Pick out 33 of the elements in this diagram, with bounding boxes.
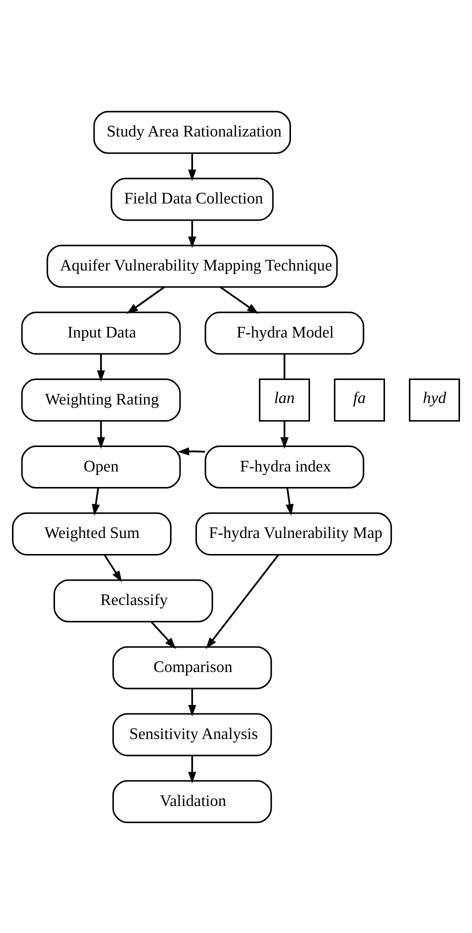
node-box: F-hydra index — [204, 444, 364, 488]
node-box: Field Data Collection — [110, 177, 274, 220]
node-box: Comparison — [112, 646, 272, 689]
node-box: lan — [258, 378, 310, 422]
node-box: F-hydra Model — [204, 311, 364, 354]
arrow — [220, 286, 259, 314]
node-box: Open — [21, 444, 181, 488]
node-box: hyd — [408, 378, 460, 422]
node-box: Reclassify — [54, 578, 214, 622]
arrow — [126, 286, 165, 314]
arrow — [188, 755, 196, 783]
node-box: F-hydra Vulnerability Map — [195, 512, 392, 555]
arrow — [206, 554, 279, 648]
arrow — [280, 420, 288, 448]
arrow — [150, 620, 176, 648]
node-box: Aquifer Vulnerability Mapping Technique — [46, 244, 338, 288]
arrow — [96, 420, 106, 448]
arrow — [92, 487, 100, 516]
node-box: Weighted Sum — [12, 512, 172, 555]
arrow — [188, 220, 196, 248]
node-box: fa — [334, 378, 386, 422]
node-box: Validation — [112, 780, 272, 823]
arrow — [178, 446, 206, 455]
arrow — [286, 487, 294, 516]
node-box: Sensitivity Analysis — [112, 712, 272, 756]
connector — [284, 354, 286, 379]
arrow — [96, 354, 106, 382]
arrow — [188, 152, 196, 181]
node-box: Weighting Rating — [21, 378, 181, 422]
node-box: Study Area Rationalization — [93, 110, 291, 154]
arrow — [104, 554, 122, 582]
arrow — [188, 688, 196, 716]
node-box: Input Data — [21, 311, 181, 354]
